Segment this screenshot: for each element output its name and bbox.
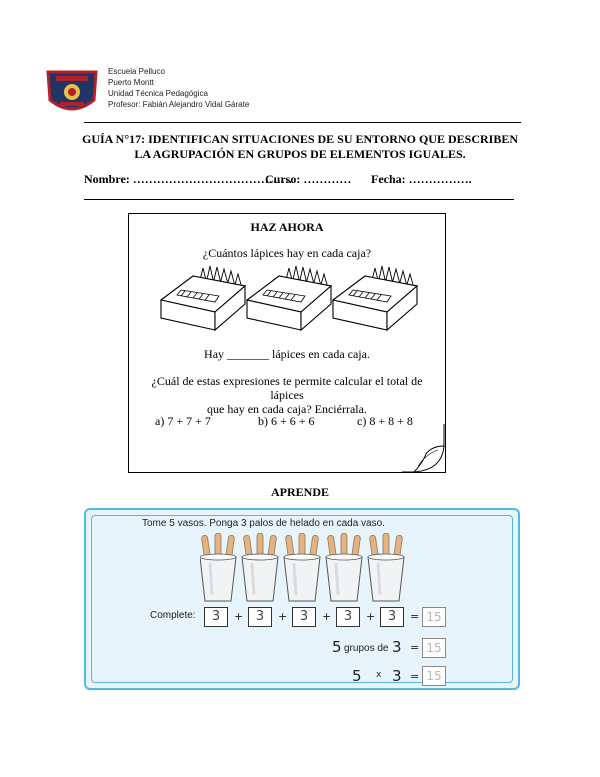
addend-box[interactable]: 3 bbox=[204, 607, 228, 627]
question-2-line: que hay en cada caja? Enciérrala. bbox=[207, 402, 367, 416]
option-c[interactable]: c) 8 + 8 + 8 bbox=[357, 414, 413, 428]
equals-sign: = bbox=[410, 641, 420, 654]
cup-with-sticks-icon bbox=[324, 533, 364, 603]
plus-sign: + bbox=[234, 610, 244, 623]
mult-b: 3 bbox=[392, 667, 402, 685]
pencil-box-icon bbox=[160, 265, 246, 331]
option-a[interactable]: a) 7 + 7 + 7 bbox=[155, 414, 211, 428]
plus-sign: + bbox=[278, 610, 288, 623]
question-1: ¿Cuántos lápices hay en cada caja? bbox=[202, 246, 372, 260]
pencil-box-icon bbox=[332, 265, 418, 331]
student-fields: Nombre: …………………………………. Curso: ………… Fecha… bbox=[84, 172, 521, 187]
title-line: LA AGRUPACIÓN EN GRUPOS DE ELEMENTOS IGU… bbox=[134, 147, 466, 161]
answer-line[interactable]: Hay _______ lápices en cada caja. bbox=[204, 347, 370, 361]
school-line: Unidad Técnica Pedagógica bbox=[108, 89, 208, 98]
divider bbox=[84, 122, 521, 123]
groups-of-value: 3 bbox=[392, 638, 402, 656]
school-logo-icon bbox=[44, 68, 100, 118]
complete-label: Complete: bbox=[150, 610, 196, 621]
groups-count: 5 bbox=[332, 638, 342, 656]
total-box[interactable]: 15 bbox=[422, 607, 446, 627]
addend-box[interactable]: 3 bbox=[336, 607, 360, 627]
school-line: Escuela Pelluco bbox=[108, 67, 165, 76]
options-row: a) 7 + 7 + 7 b) 6 + 6 + 6 c) 8 + 8 + 8 bbox=[155, 414, 435, 429]
pencil-box-icon bbox=[246, 265, 332, 331]
haz-ahora-box: HAZ AHORA ¿Cuántos lápices hay en cada c… bbox=[128, 213, 446, 473]
times-sign: x bbox=[376, 670, 382, 680]
school-line: Puerto Montt bbox=[108, 78, 154, 87]
fecha-field[interactable]: Fecha: ……………. bbox=[371, 172, 472, 186]
divider bbox=[84, 199, 514, 200]
plus-sign: + bbox=[322, 610, 332, 623]
section-heading: HAZ AHORA bbox=[250, 220, 324, 234]
total-box[interactable]: 15 bbox=[422, 666, 446, 686]
cup-with-sticks-icon bbox=[366, 533, 406, 603]
aprende-panel: Tome 5 vasos. Ponga 3 palos de helado en… bbox=[84, 508, 520, 690]
cup-with-sticks-icon bbox=[240, 533, 280, 603]
section-heading: APRENDE bbox=[270, 485, 329, 499]
cup-with-sticks-icon bbox=[282, 533, 322, 603]
page-title: GUÍA N°17: IDENTIFICAN SITUACIONES DE SU… bbox=[70, 132, 530, 162]
total-box[interactable]: 15 bbox=[422, 638, 446, 658]
equals-sign: = bbox=[410, 670, 420, 683]
title-line: GUÍA N°17: IDENTIFICAN SITUACIONES DE SU… bbox=[82, 132, 518, 146]
plus-sign: + bbox=[366, 610, 376, 623]
nombre-field[interactable]: Nombre: …………………………………. bbox=[84, 172, 292, 186]
curso-field[interactable]: Curso: ………… bbox=[265, 172, 352, 186]
equals-sign: = bbox=[410, 610, 420, 623]
question-2-line: ¿Cuál de estas expresiones te permite ca… bbox=[151, 374, 423, 402]
cups-row bbox=[200, 533, 406, 603]
panel-frame bbox=[91, 515, 513, 683]
instruction: Tome 5 vasos. Ponga 3 palos de helado en… bbox=[142, 518, 385, 529]
school-line: Profesor: Fabián Alejandro Vidal Gárate bbox=[108, 100, 250, 109]
school-info: Escuela Pelluco Puerto Montt Unidad Técn… bbox=[108, 66, 249, 110]
addend-box[interactable]: 3 bbox=[248, 607, 272, 627]
mult-a: 5 bbox=[352, 667, 362, 685]
addend-box[interactable]: 3 bbox=[380, 607, 404, 627]
groups-word: grupos de bbox=[344, 643, 389, 654]
option-b[interactable]: b) 6 + 6 + 6 bbox=[258, 414, 315, 428]
addend-box[interactable]: 3 bbox=[292, 607, 316, 627]
pencil-boxes bbox=[160, 265, 418, 331]
question-2: ¿Cuál de estas expresiones te permite ca… bbox=[137, 374, 437, 416]
cup-with-sticks-icon bbox=[200, 533, 238, 603]
page-curl-icon bbox=[402, 424, 462, 479]
